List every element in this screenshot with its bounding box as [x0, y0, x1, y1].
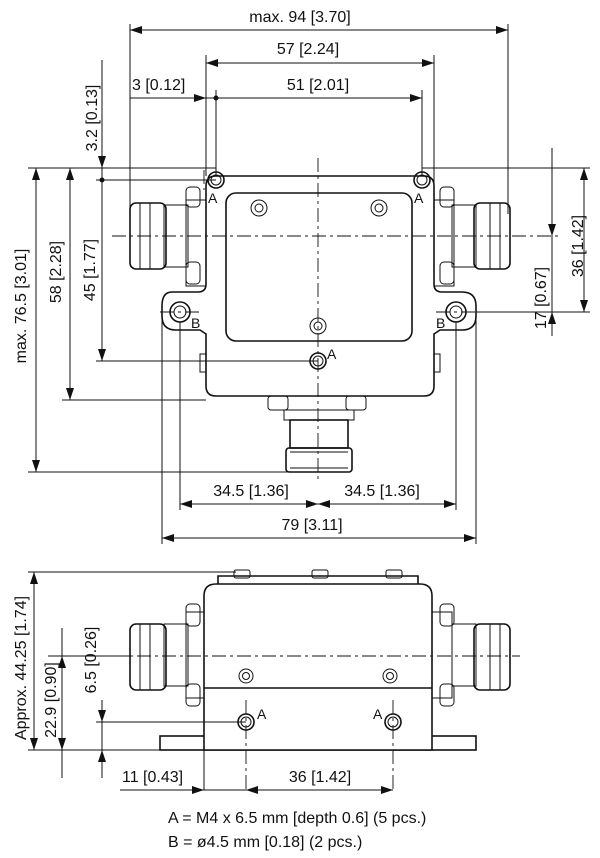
dim-label: 45 [1.77]: [82, 239, 99, 301]
left-cable-gland: [129, 186, 207, 287]
dim-58: 58 [2.28]: [48, 168, 74, 400]
bottom-connector: [267, 395, 367, 473]
housing-body: [203, 583, 433, 751]
dim-36-side: 36 [1.42]: [246, 769, 393, 794]
marker-a: A: [257, 706, 267, 722]
dim-label: 57 [2.24]: [277, 41, 339, 58]
dim-label: max. 76.5 [3.01]: [13, 249, 30, 364]
dim-34-5-left: 34.5 [1.36]: [180, 483, 318, 508]
dim-17: 17 [0.67]: [533, 148, 556, 336]
side-screw-icon: [382, 668, 398, 684]
dim-34-5-right: 34.5 [1.36]: [318, 483, 456, 508]
dim-label: 6.5 [0.26]: [83, 627, 100, 694]
dim-51: 51 [2.01]: [216, 77, 422, 102]
dim-approx-44-25: Approx. 44.25 [1.74]: [13, 572, 38, 750]
dim-label: 36 [1.42]: [570, 215, 587, 277]
side-screw-icon: [238, 668, 254, 684]
dim-max-94: max. 94 [3.70]: [130, 9, 508, 34]
dim-11: 11 [0.43]: [120, 769, 258, 794]
right-cable-gland: [431, 603, 511, 707]
dim-45: 45 [1.77]: [82, 180, 106, 361]
lid-screw-icon: [250, 199, 268, 217]
marker-a: A: [373, 706, 383, 722]
marker-b: B: [436, 315, 445, 331]
marker-a: A: [327, 346, 337, 362]
dim-label: 79 [3.11]: [281, 517, 342, 534]
dim-max-76-5: max. 76.5 [3.01]: [13, 168, 40, 472]
mounting-flange: [161, 175, 477, 397]
dim-label: 3 [0.12]: [132, 77, 185, 94]
dim-3-2: 3.2 [0.13]: [84, 60, 106, 183]
dim-label: 34.5 [1.36]: [213, 483, 289, 500]
dim-57: 57 [2.24]: [206, 41, 434, 67]
dim-label: 22.9 [0.90]: [43, 662, 60, 738]
dim-label: 34.5 [1.36]: [344, 483, 420, 500]
dim-label: max. 94 [3.70]: [249, 9, 350, 26]
marker-a: A: [414, 190, 424, 206]
dim-label: Approx. 44.25 [1.74]: [13, 596, 30, 740]
legend-note-b: B = ø4.5 mm [0.18] (2 pcs.): [168, 834, 363, 851]
dim-label: 17 [0.67]: [533, 267, 550, 329]
legend-note-a: A = M4 x 6.5 mm [depth 0.6] (5 pcs.): [168, 810, 427, 827]
dim-label: 11 [0.43]: [122, 769, 183, 786]
marker-b: B: [191, 315, 200, 331]
left-cable-gland: [129, 603, 205, 707]
marker-a: A: [208, 190, 218, 206]
dim-label: 3.2 [0.13]: [84, 85, 101, 152]
dim-6-5: 6.5 [0.26]: [83, 627, 106, 778]
dim-79: 79 [3.11]: [162, 517, 476, 542]
right-cable-gland: [433, 186, 511, 287]
dim-22-9: 22.9 [0.90]: [43, 628, 66, 778]
lid-screw-icon: [370, 199, 388, 217]
dim-label: 58 [2.28]: [48, 241, 65, 303]
side-view: A A: [13, 569, 520, 794]
dim-36-right: 36 [1.42]: [570, 168, 588, 312]
housing-lid: [225, 192, 413, 342]
top-view: A A A B B max. 94 [3.70] 57 [2.24] 3: [13, 9, 590, 544]
dim-label: 36 [1.42]: [289, 769, 351, 786]
dim-3: 3 [0.12]: [130, 77, 219, 102]
dim-label: 51 [2.01]: [287, 77, 349, 94]
